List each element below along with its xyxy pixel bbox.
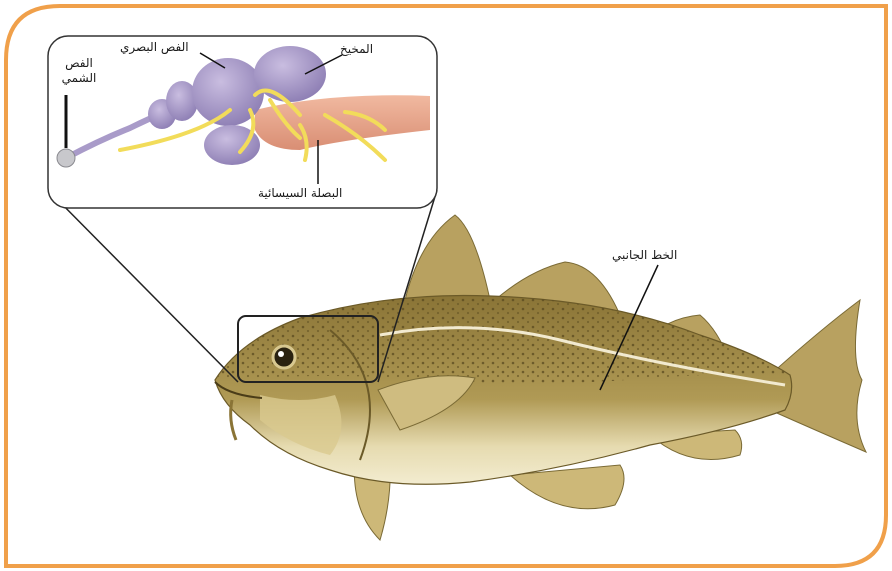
label-medulla: البصلة السيسائية (258, 186, 342, 201)
fish-eye (273, 346, 295, 368)
label-cerebellum: المخيخ (340, 42, 373, 57)
zoom-connector-left (48, 190, 238, 382)
label-lateral-line: الخط الجانبي (612, 248, 677, 263)
cerebellum-shape (254, 46, 326, 102)
olfactory-bulb (57, 149, 75, 167)
label-olfactory-lobe: الفص الشمي (54, 56, 104, 86)
dorsal-fin-1 (405, 215, 490, 300)
label-optic-lobe: الفص البصري (120, 40, 189, 55)
cod-fish (215, 215, 866, 540)
